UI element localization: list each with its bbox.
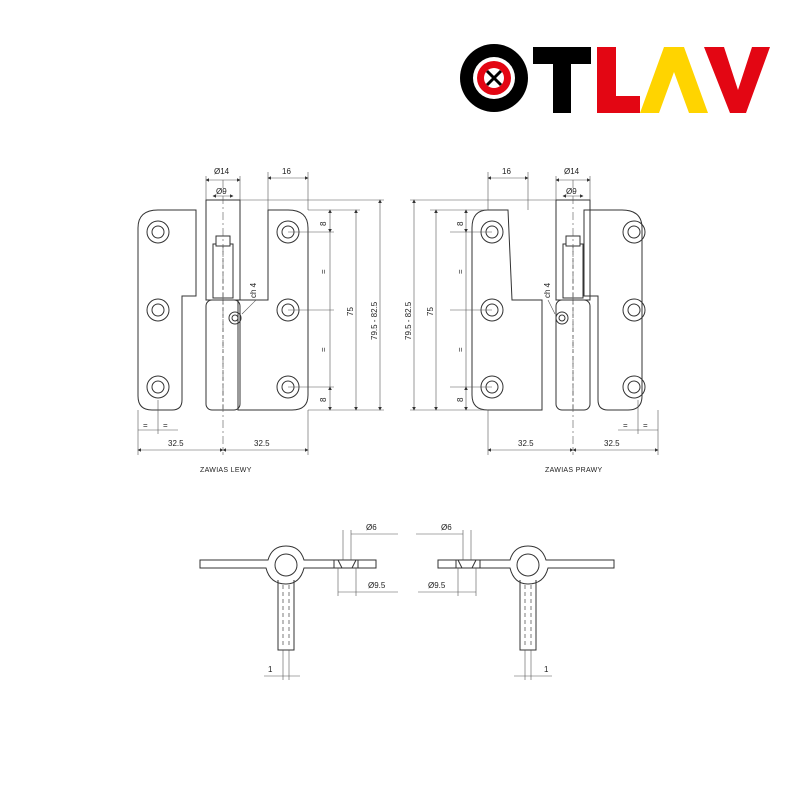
- right-dim-overall-length: 79.5 - 82.5: [404, 301, 413, 340]
- left-dim-leaf-length: 75: [346, 307, 355, 316]
- right-dim-leaf-length: 75: [426, 307, 435, 316]
- right-section-countersink: Ø9.5: [428, 581, 446, 590]
- right-hinge-drawing: Ø14 Ø9 16 ch 4 8 = = 8 75 79.5 - 82.5 = …: [404, 167, 659, 474]
- right-dim-hole-bottom: 8: [456, 397, 465, 402]
- left-section-view: Ø6 Ø9.5 1: [199, 523, 398, 680]
- left-dim-hole-top: 8: [319, 221, 328, 226]
- left-leaf-holes: [146, 220, 170, 399]
- left-hinge-caption: ZAWIAS LEWY: [200, 467, 252, 474]
- left-hinge-drawing: Ø14 Ø9 16 ch 4 8 = = 8 75 79.5 - 82.5: [137, 167, 384, 474]
- right-dim-eq-lower: =: [456, 347, 465, 352]
- right-dim-eq-upper: =: [456, 269, 465, 274]
- right-hinge-leaf-b-holes: [622, 220, 646, 399]
- left-dim-eq-a: =: [143, 421, 148, 430]
- logo-letter-t: [533, 47, 591, 113]
- right-section-view: Ø6 Ø9.5 1: [416, 523, 615, 680]
- right-hinge-leaf-b: [583, 209, 643, 411]
- right-dim-leaf-offset: 16: [502, 167, 511, 176]
- left-section-countersink: Ø9.5: [368, 581, 386, 590]
- logo-letter-l: [597, 47, 640, 113]
- logo-letter-lambda: [640, 47, 708, 113]
- left-dim-pin-outer: Ø14: [214, 167, 230, 176]
- left-dim-eq-b: =: [163, 421, 168, 430]
- left-section-hole: Ø6: [366, 523, 377, 532]
- right-hinge-caption: ZAWIAS PRAWY: [545, 467, 603, 474]
- left-dim-eq-upper: =: [319, 269, 328, 274]
- left-dim-width-right: 32.5: [254, 439, 270, 448]
- left-dim-hole-bottom: 8: [319, 397, 328, 402]
- right-dim-eq-b: =: [643, 421, 648, 430]
- right-dim-hole-top: 8: [456, 221, 465, 226]
- right-section-gap: 1: [544, 665, 549, 674]
- left-dim-eq-lower: =: [319, 347, 328, 352]
- right-dim-eq-a: =: [623, 421, 628, 430]
- left-dim-chamfer: ch 4: [249, 282, 258, 298]
- right-dim-pin-outer: Ø14: [564, 167, 580, 176]
- left-hinge-leaf-a: [137, 209, 197, 411]
- left-hinge-leaf-b: [237, 209, 309, 411]
- right-dim-width-left: 32.5: [518, 439, 534, 448]
- logo-letter-v: [704, 47, 770, 113]
- logo-o-emblem: [460, 44, 528, 112]
- left-dim-pin-inner: Ø9: [216, 187, 227, 196]
- otlav-logo: [460, 44, 770, 113]
- right-section-hole: Ø6: [441, 523, 452, 532]
- left-dim-width-left: 32.5: [168, 439, 184, 448]
- right-dim-chamfer: ch 4: [543, 282, 552, 298]
- right-leaf-holes: [276, 220, 300, 399]
- right-dim-pin-inner: Ø9: [566, 187, 577, 196]
- left-dim-leaf-offset: 16: [282, 167, 291, 176]
- right-dim-width-right: 32.5: [604, 439, 620, 448]
- left-section-gap: 1: [268, 665, 273, 674]
- right-hinge-leaf-a-holes: [480, 220, 504, 399]
- left-dim-overall-length: 79.5 - 82.5: [370, 301, 379, 340]
